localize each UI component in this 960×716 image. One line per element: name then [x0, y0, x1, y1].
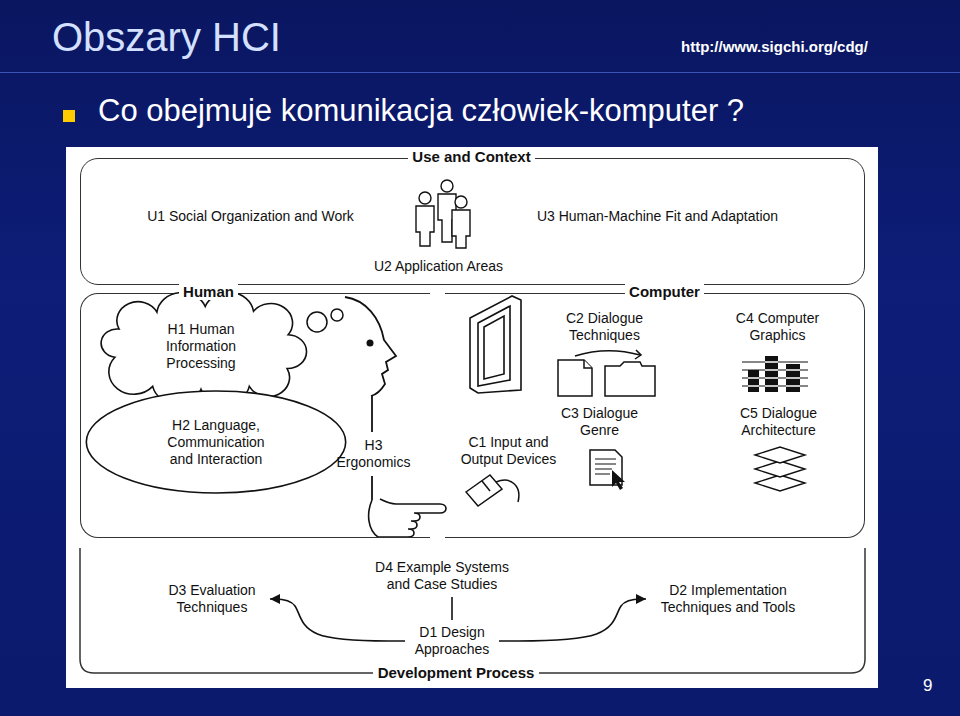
- graphics-icon: [742, 356, 808, 392]
- eye-dot: [367, 340, 374, 347]
- region-heading: Human: [179, 283, 238, 300]
- human-frame: H1 Human Information Processing H2 Langua…: [80, 293, 430, 538]
- area-label: U3 Human-Machine Fit and Adaptation: [537, 208, 778, 225]
- step-label: D4 Example Systems and Case Studies: [366, 559, 518, 593]
- step-label: D2 Implementation Techniques and Tools: [650, 582, 806, 616]
- area-label: U2 Application Areas: [374, 258, 503, 275]
- page-number: 9: [923, 676, 932, 696]
- source-url: http://www.sigchi.org/cdg/: [681, 38, 868, 56]
- area-label: C2 Dialogue Techniques: [558, 310, 652, 344]
- step-label: H2 Language, Communication and Interacti…: [159, 417, 273, 468]
- cycle-arrow: [499, 599, 646, 641]
- process-step: D4 Example Systems and Case Studies: [362, 555, 522, 597]
- region-heading: Use and Context: [408, 148, 534, 165]
- step-label: D3 Evaluation Techniques: [158, 582, 266, 616]
- area-label: C3 Dialogue Genre: [553, 405, 647, 439]
- thought-bubbles: [307, 309, 343, 332]
- people-icon: [416, 180, 470, 248]
- mouse-icon: [466, 475, 519, 506]
- context-frame: Use and ContextU1 Social Organization an…: [80, 158, 865, 285]
- process-step: D3 Evaluation Techniques: [154, 578, 270, 620]
- face-profile: [345, 297, 396, 500]
- monitor-icon: [470, 296, 521, 393]
- bullet-square: [63, 110, 75, 122]
- slide-title: Obszary HCI: [52, 14, 281, 60]
- area-label: C4 Computer Graphics: [727, 310, 829, 344]
- file-folder-icons: [558, 350, 655, 396]
- process-step: D2 Implementation Techniques and Tools: [646, 578, 810, 620]
- document-cursor-icon: [590, 450, 625, 490]
- process-frame: [80, 548, 865, 673]
- cycle-arrow: [451, 597, 453, 620]
- speech-ellipse: H2 Language, Communication and Interacti…: [85, 390, 347, 494]
- step-label: D1 Design Approaches: [409, 624, 495, 658]
- title-rule: [0, 72, 960, 73]
- layers-icon: [755, 447, 805, 491]
- process-step: D1 Design Approaches: [405, 620, 499, 662]
- thought-cloud: H1 Human Information Processing: [96, 299, 306, 393]
- process-heading: Development Process: [373, 664, 540, 682]
- area-label: H3 Ergonomics: [331, 437, 417, 471]
- area-label: U1 Social Organization and Work: [147, 208, 354, 225]
- computer-frame: ComputerC2 Dialogue TechniquesC4 Compute…: [445, 293, 865, 538]
- area-label: C5 Dialogue Architecture: [728, 405, 830, 439]
- pointing-hand: [369, 499, 446, 537]
- cycle-arrow: [270, 599, 405, 641]
- region-heading: Computer: [625, 283, 704, 300]
- step-label: H1 Human Information Processing: [158, 321, 244, 372]
- bullet-question: Co obejmuje komunikacja człowiek-kompute…: [98, 92, 744, 129]
- area-label: C1 Input and Output Devices: [452, 434, 566, 468]
